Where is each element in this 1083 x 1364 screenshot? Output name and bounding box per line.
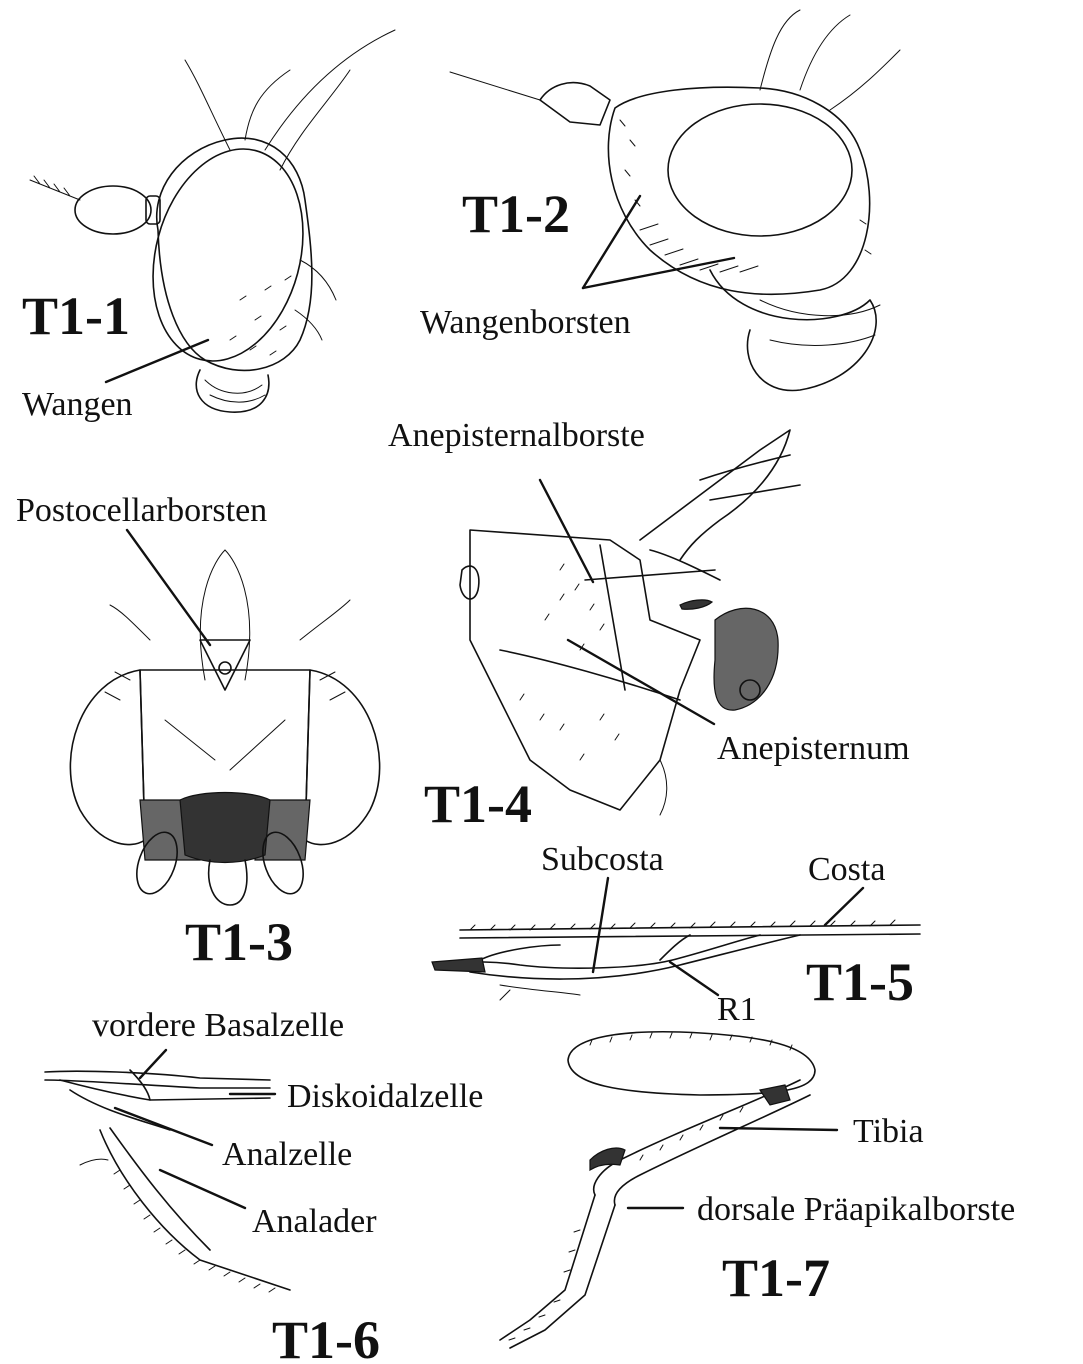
leader-analzelle — [115, 1108, 212, 1145]
leader-postocellarborsten — [127, 530, 210, 645]
label-dorsale-praeapikalborste: dorsale Präapikalborste — [697, 1191, 1015, 1228]
leader-subcosta — [593, 878, 608, 972]
figure-label-t1-1: T1-1 — [22, 286, 130, 346]
figure-label-t1-3: T1-3 — [185, 912, 293, 972]
figure-label-t1-4: T1-4 — [424, 774, 532, 834]
label-analzelle: Analzelle — [222, 1136, 352, 1173]
figure-label-t1-5: T1-5 — [806, 952, 914, 1012]
label-anepisternum: Anepisternum — [717, 730, 910, 767]
drawing-head-lateral-1 — [30, 30, 395, 412]
leader-costa — [825, 888, 863, 925]
leader-anepisternalborste — [540, 480, 593, 582]
label-tibia: Tibia — [853, 1113, 924, 1150]
label-vordere-basalzelle: vordere Basalzelle — [92, 1007, 344, 1044]
leader-anepisternum — [568, 640, 714, 724]
label-wangen: Wangen — [22, 386, 133, 423]
drawing-head-frontal — [70, 550, 379, 905]
label-analader: Analader — [252, 1203, 377, 1240]
drawing-wing-cells — [45, 1070, 290, 1292]
label-costa: Costa — [808, 851, 885, 888]
label-postocellarborsten: Postocellarborsten — [16, 492, 267, 529]
label-anepisternalborste: Anepisternalborste — [388, 417, 645, 454]
leader-wangenborsten-a — [583, 196, 640, 288]
label-diskoidalzelle: Diskoidalzelle — [287, 1078, 483, 1115]
leader-wangen — [106, 340, 208, 382]
leader-analader — [160, 1170, 245, 1208]
label-subcosta: Subcosta — [541, 841, 664, 878]
figure-label-t1-7: T1-7 — [722, 1248, 830, 1308]
label-r1: R1 — [717, 991, 757, 1028]
figure-label-t1-2: T1-2 — [462, 184, 570, 244]
leader-r1 — [670, 962, 718, 995]
figure-label-t1-6: T1-6 — [272, 1310, 380, 1364]
label-wangenborsten: Wangenborsten — [420, 304, 631, 341]
